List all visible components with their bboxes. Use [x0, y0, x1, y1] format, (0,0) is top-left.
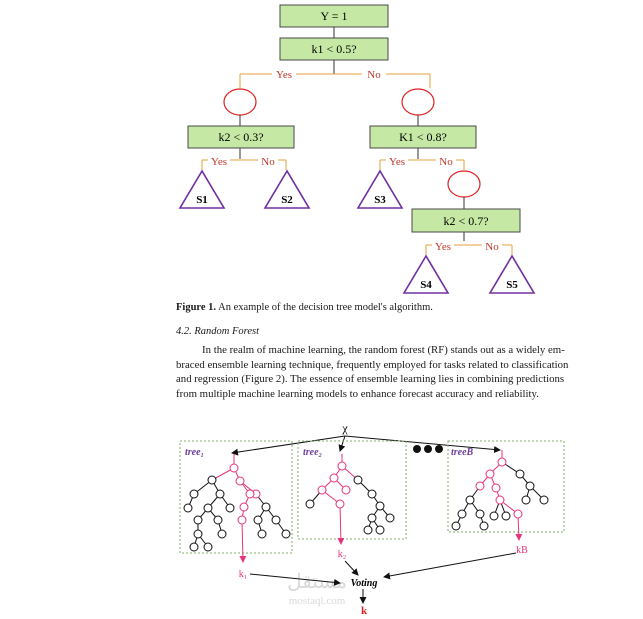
decision-node [401, 88, 435, 116]
output-label: k₂ [338, 549, 347, 560]
svg-text:S3: S3 [374, 194, 386, 206]
tree-label: tree₁ [185, 447, 204, 458]
leaf-triangle: S1 [178, 169, 226, 209]
svg-text:مستقل: مستقل [287, 571, 347, 593]
branch-yes-label: Yes [211, 156, 227, 168]
section-heading: 4.2. Random Forest [176, 326, 260, 337]
svg-text:K1 < 0.8?: K1 < 0.8? [399, 130, 447, 144]
tree-box [297, 440, 407, 540]
caption-label: Figure 1. [176, 302, 217, 313]
question-box: k2 < 0.7? [411, 208, 521, 233]
output-label: kB [516, 545, 528, 556]
watermark-logo: مستقل mostaql.com [287, 571, 347, 607]
decision-node [223, 88, 257, 116]
question-box: K1 < 0.8? [369, 125, 477, 149]
svg-text:k1 < 0.5?: k1 < 0.5? [311, 42, 356, 56]
question-box: k1 < 0.5? [279, 37, 389, 61]
branch-yes-label: Yes [389, 156, 405, 168]
svg-text:k2 < 0.3?: k2 < 0.3? [218, 130, 263, 144]
paragraph-line: braced ensemble learning technique, freq… [176, 358, 569, 371]
svg-text:S4: S4 [420, 279, 432, 291]
decision-tree-figure: Yes No Yes No Yes No Yes No Y = 1 k1 < 0… [178, 4, 536, 294]
branch-no-label: No [367, 69, 381, 81]
figure-caption: Figure 1. An example of the decision tre… [176, 302, 433, 313]
question-box: k2 < 0.3? [187, 125, 295, 149]
paragraph-line: and regression (Figure 2). The essence o… [176, 373, 565, 386]
tree-box [447, 440, 565, 533]
svg-text:S5: S5 [506, 279, 518, 291]
decision-node [447, 170, 481, 198]
body-paragraph: In the realm of machine learning, the ra… [176, 343, 630, 401]
final-output-label: k [361, 605, 368, 617]
voting-label: Voting [351, 578, 378, 589]
tree-diagram [451, 450, 549, 541]
ellipsis-dot [435, 445, 443, 453]
svg-text:Y = 1: Y = 1 [321, 9, 348, 23]
leaf-triangle: S4 [402, 254, 450, 294]
leaf-triangle: S3 [356, 169, 404, 209]
tree-diagram [183, 454, 291, 563]
random-forest-figure: χ tree₁ tree₂ treeB [179, 421, 565, 617]
leaf-triangle: S5 [488, 254, 536, 294]
svg-text:mostaql.com: mostaql.com [289, 595, 346, 607]
input-symbol: χ [341, 421, 348, 435]
svg-text:k2 < 0.7?: k2 < 0.7? [443, 214, 488, 228]
paragraph-line: In the realm of machine learning, the ra… [202, 344, 565, 356]
leaf-triangle: S2 [263, 169, 311, 209]
tree-box [179, 440, 293, 554]
branch-yes-label: Yes [276, 69, 292, 81]
caption-text: An example of the decision tree model's … [216, 302, 433, 313]
ellipsis-dot [413, 445, 421, 453]
branch-yes-label: Yes [435, 241, 451, 253]
tree-diagram [305, 454, 395, 545]
branch-no-label: No [439, 156, 453, 168]
paragraph-line: from multiple machine learning models to… [176, 387, 539, 400]
branch-no-label: No [261, 156, 275, 168]
svg-text:S1: S1 [196, 194, 208, 206]
tree-label: treeB [451, 447, 474, 458]
tree-label: tree₂ [303, 447, 322, 458]
root-box: Y = 1 [279, 4, 389, 28]
branch-top [239, 73, 431, 88]
branch-no-label: No [485, 241, 499, 253]
ellipsis-dot [424, 445, 432, 453]
output-label: k₁ [239, 569, 248, 580]
svg-text:S2: S2 [281, 194, 293, 206]
